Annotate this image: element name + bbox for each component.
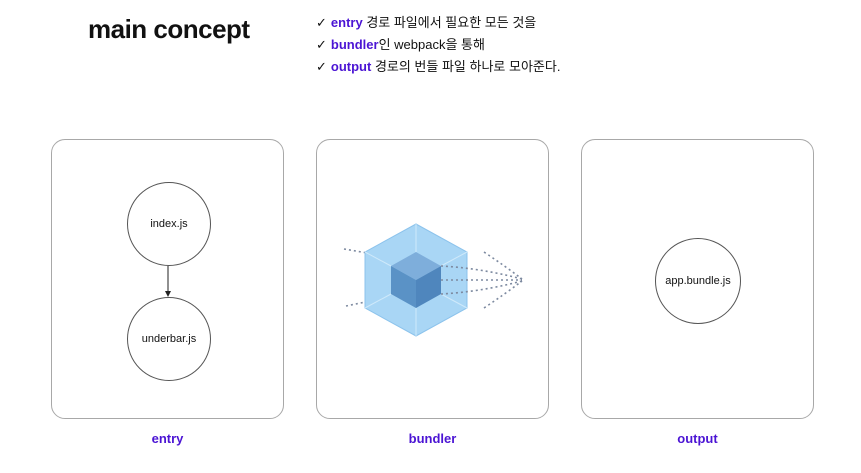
webpack-cube-icon <box>343 223 523 337</box>
checklist-text: 경로 파일에서 필요한 모든 것을 <box>362 15 537 30</box>
checkmark-icon: ✓ <box>316 59 327 74</box>
checklist-keyword: bundler <box>330 37 379 52</box>
app-bundle-js-node: app.bundle.js <box>655 238 741 324</box>
bundler-label: bundler <box>408 431 457 446</box>
checkmark-icon: ✓ <box>316 37 327 52</box>
cube-inner <box>391 252 441 308</box>
checklist-item-bundler: ✓bundler인 webpack을 통해 <box>316 34 560 56</box>
checklist-item-entry: ✓entry 경로 파일에서 필요한 모든 것을 <box>316 12 560 34</box>
underbar-js-node: underbar.js <box>127 297 211 381</box>
checklist-keyword: entry <box>330 15 363 30</box>
index-js-node: index.js <box>127 182 211 266</box>
checklist-keyword: output <box>330 59 372 74</box>
checklist-item-output: ✓output 경로의 번들 파일 하나로 모아준다. <box>316 56 560 78</box>
entry-label: entry <box>151 431 184 446</box>
concept-checklist: ✓entry 경로 파일에서 필요한 모든 것을 ✓bundler인 webpa… <box>316 12 560 78</box>
checklist-text: 인 webpack을 통해 <box>378 37 485 52</box>
dependency-arrow <box>165 266 171 297</box>
checkmark-icon: ✓ <box>316 15 327 30</box>
checklist-text: 경로의 번들 파일 하나로 모아준다. <box>371 59 561 74</box>
page-title: main concept <box>88 14 250 44</box>
outgoing-dotted-arrows <box>440 251 523 309</box>
output-label: output <box>677 431 718 446</box>
